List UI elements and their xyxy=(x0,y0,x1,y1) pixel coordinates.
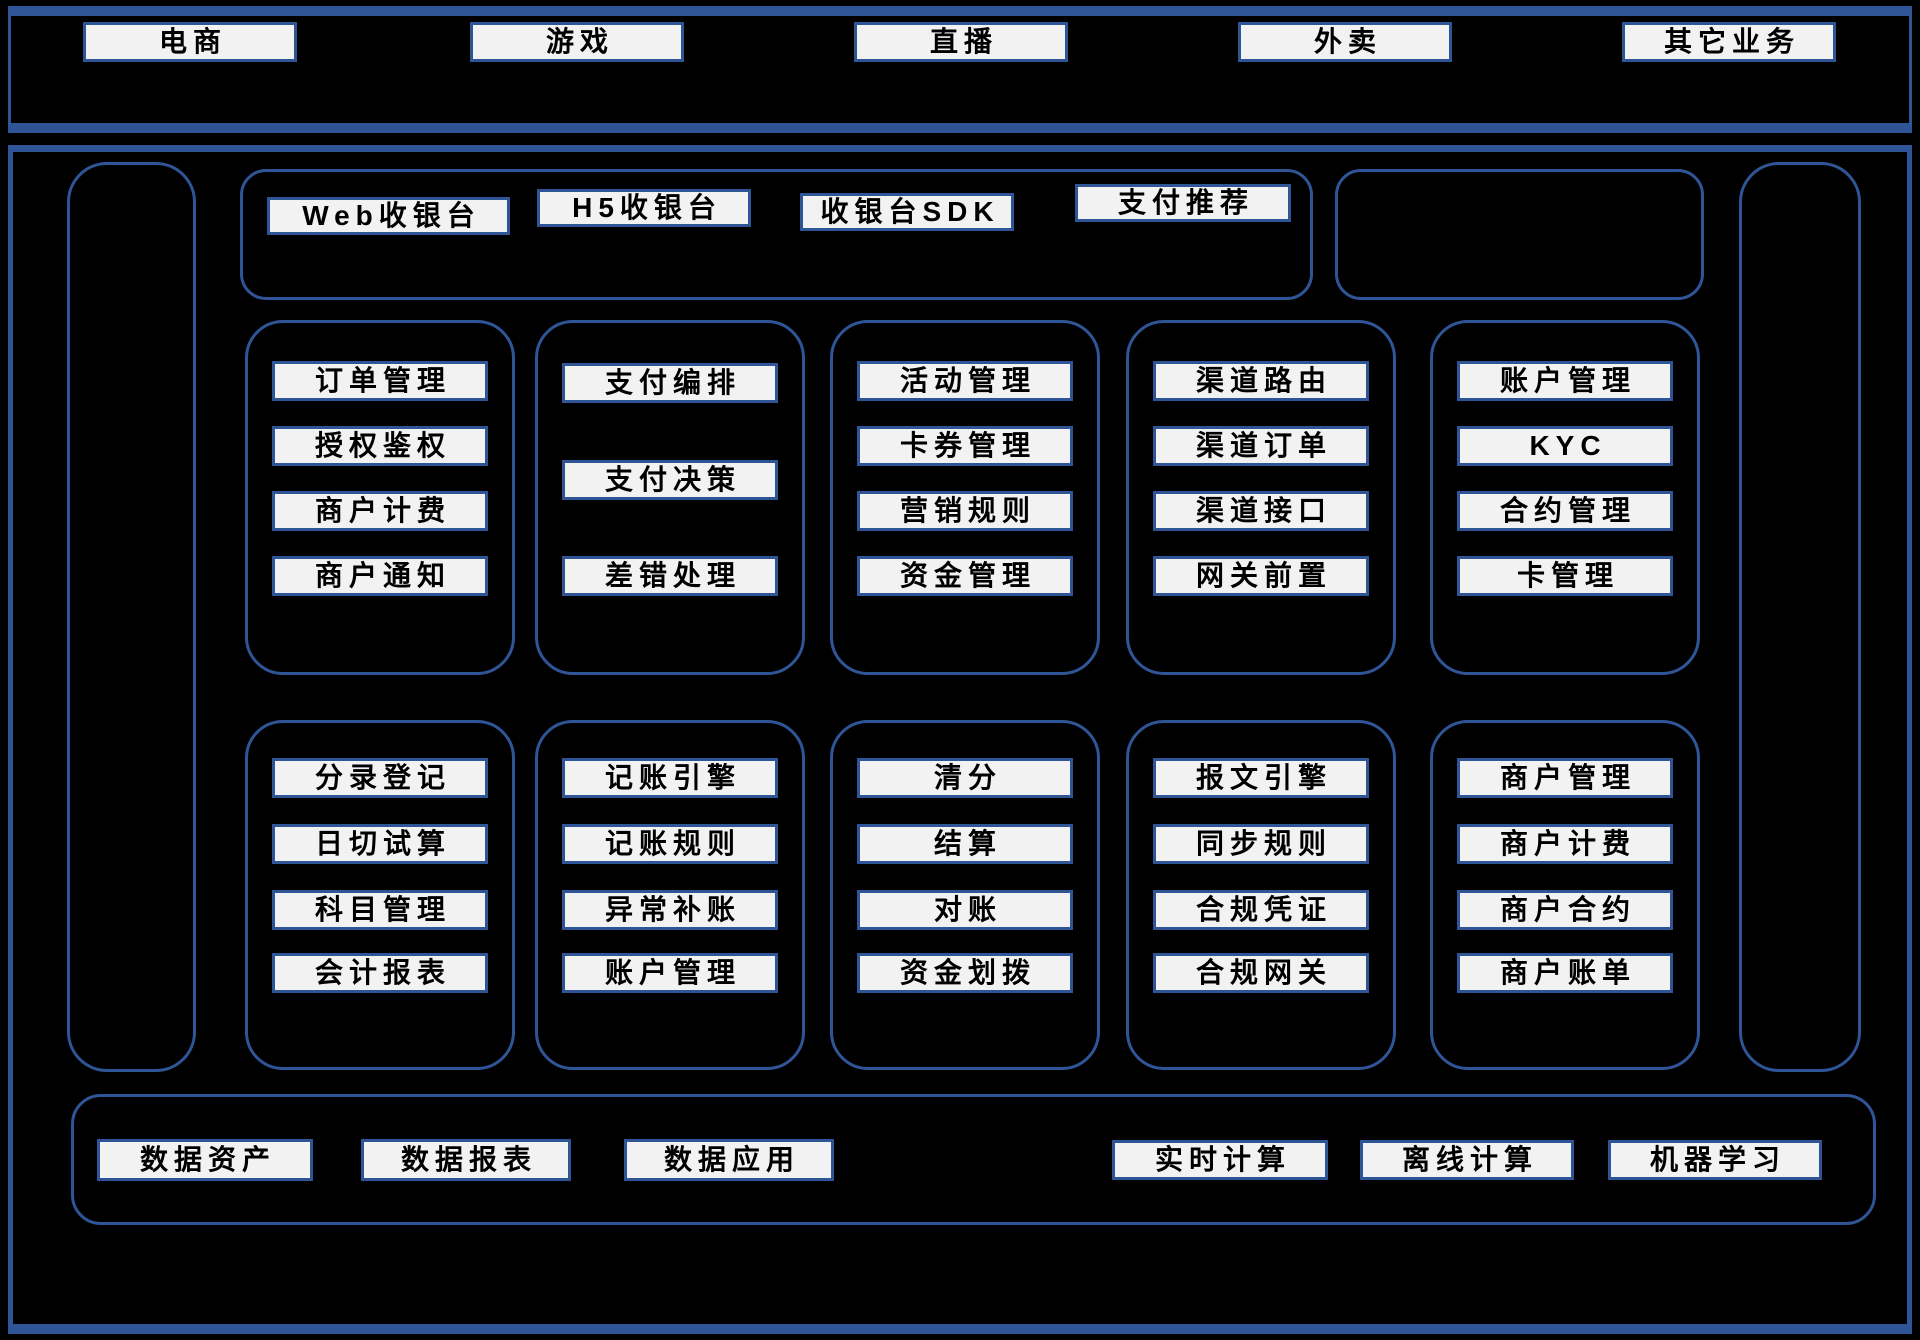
core-box: 合约管理 xyxy=(1457,491,1673,531)
business-box: 外卖 xyxy=(1238,22,1452,62)
ledger-group-merchant: 商户管理 商户计费 商户合约 商户账单 xyxy=(1430,720,1700,1070)
ledger-box: 科目管理 xyxy=(272,890,488,930)
data-box: 数据资产 xyxy=(97,1139,313,1181)
cashier-box: 支付推荐 xyxy=(1075,184,1291,222)
data-box: 数据应用 xyxy=(624,1139,834,1181)
core-box: 支付编排 xyxy=(562,363,778,403)
cashier-box: 收银台SDK xyxy=(800,193,1014,231)
ledger-group-bookkeeping: 分录登记 日切试算 科目管理 会计报表 xyxy=(245,720,515,1070)
recommend-panel xyxy=(1335,169,1704,300)
data-box: 实时计算 xyxy=(1112,1140,1328,1180)
ledger-group-accounting: 记账引擎 记账规则 异常补账 账户管理 xyxy=(535,720,805,1070)
ledger-box: 日切试算 xyxy=(272,824,488,864)
core-group-payment: 支付编排 支付决策 差错处理 xyxy=(535,320,805,675)
ledger-box: 结算 xyxy=(857,824,1073,864)
core-box: 资金管理 xyxy=(857,556,1073,596)
ledger-box: 记账规则 xyxy=(562,824,778,864)
ledger-box: 对账 xyxy=(857,890,1073,930)
cashier-panel: Web收银台 H5收银台 收银台SDK 支付推荐 xyxy=(240,169,1313,300)
core-box: 营销规则 xyxy=(857,491,1073,531)
ledger-box: 记账引擎 xyxy=(562,758,778,798)
ledger-box: 合规网关 xyxy=(1153,953,1369,993)
core-box: 网关前置 xyxy=(1153,556,1369,596)
data-box: 离线计算 xyxy=(1360,1140,1574,1180)
core-box: 账户管理 xyxy=(1457,361,1673,401)
data-box: 机器学习 xyxy=(1608,1140,1822,1180)
cashier-box: H5收银台 xyxy=(537,189,751,227)
business-banner: 电商 游戏 直播 外卖 其它业务 xyxy=(8,6,1912,133)
core-box: 渠道接口 xyxy=(1153,491,1369,531)
ledger-box: 商户计费 xyxy=(1457,824,1673,864)
ledger-group-clearing: 清分 结算 对账 资金划拨 xyxy=(830,720,1100,1070)
core-box: 卡券管理 xyxy=(857,426,1073,466)
core-box: 授权鉴权 xyxy=(272,426,488,466)
core-box: 渠道路由 xyxy=(1153,361,1369,401)
ledger-box: 商户账单 xyxy=(1457,953,1673,993)
ledger-box: 账户管理 xyxy=(562,953,778,993)
ledger-box: 分录登记 xyxy=(272,758,488,798)
ledger-box: 报文引擎 xyxy=(1153,758,1369,798)
core-group-marketing: 活动管理 卡券管理 营销规则 资金管理 xyxy=(830,320,1100,675)
business-box: 电商 xyxy=(83,22,297,62)
core-group-account: 账户管理 KYC 合约管理 卡管理 xyxy=(1430,320,1700,675)
core-group-order: 订单管理 授权鉴权 商户计费 商户通知 xyxy=(245,320,515,675)
core-box: 活动管理 xyxy=(857,361,1073,401)
business-box: 游戏 xyxy=(470,22,684,62)
data-panel: 数据资产 数据报表 数据应用 实时计算 离线计算 机器学习 xyxy=(71,1094,1876,1225)
core-box: KYC xyxy=(1457,426,1673,466)
core-box: 支付决策 xyxy=(562,460,778,500)
business-box: 直播 xyxy=(854,22,1068,62)
core-box: 商户通知 xyxy=(272,556,488,596)
ledger-box: 清分 xyxy=(857,758,1073,798)
cashier-box: Web收银台 xyxy=(267,197,510,235)
business-box: 其它业务 xyxy=(1622,22,1836,62)
ledger-box: 同步规则 xyxy=(1153,824,1369,864)
core-box: 差错处理 xyxy=(562,556,778,596)
core-group-channel: 渠道路由 渠道订单 渠道接口 网关前置 xyxy=(1126,320,1396,675)
core-box: 订单管理 xyxy=(272,361,488,401)
right-sidebar xyxy=(1739,162,1861,1072)
ledger-box: 会计报表 xyxy=(272,953,488,993)
ledger-group-compliance: 报文引擎 同步规则 合规凭证 合规网关 xyxy=(1126,720,1396,1070)
data-box: 数据报表 xyxy=(361,1139,571,1181)
ledger-box: 资金划拨 xyxy=(857,953,1073,993)
core-box: 渠道订单 xyxy=(1153,426,1369,466)
main-panel: Web收银台 H5收银台 收银台SDK 支付推荐 订单管理 授权鉴权 商户计费 … xyxy=(8,145,1912,1334)
ledger-box: 商户管理 xyxy=(1457,758,1673,798)
ledger-box: 合规凭证 xyxy=(1153,890,1369,930)
ledger-box: 异常补账 xyxy=(562,890,778,930)
ledger-box: 商户合约 xyxy=(1457,890,1673,930)
left-sidebar xyxy=(67,162,196,1072)
core-box: 卡管理 xyxy=(1457,556,1673,596)
core-box: 商户计费 xyxy=(272,491,488,531)
